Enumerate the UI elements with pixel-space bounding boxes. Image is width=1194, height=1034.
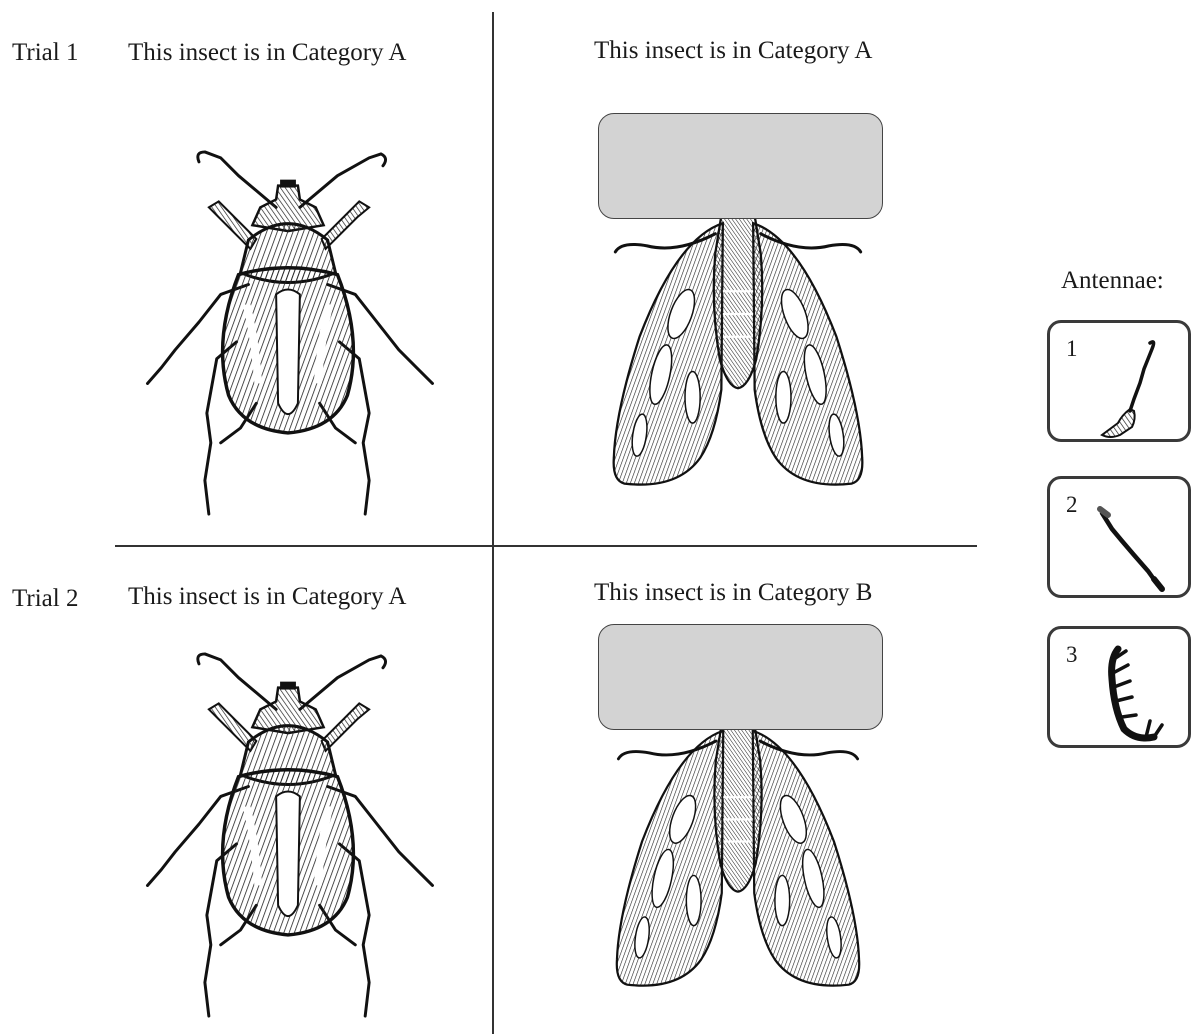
vertical-divider: [492, 12, 494, 1034]
antennae-title: Antennae:: [1061, 268, 1164, 293]
horizontal-divider: [115, 545, 977, 547]
trial-2-moth: [568, 716, 908, 1026]
trial-2-beetle: [136, 648, 440, 1024]
trial-1-left-caption: This insect is in Category A: [128, 40, 406, 65]
antenna-option-1: 1: [1047, 320, 1191, 442]
pectinate-antenna-icon: [1050, 629, 1190, 747]
filiform-antenna-icon: [1050, 479, 1190, 597]
trial-2-cover-box: [598, 624, 883, 730]
clubbed-antenna-icon: [1050, 323, 1190, 441]
trial-2-right-caption: This insect is in Category B: [594, 580, 872, 605]
trial-1-cover-box: [598, 113, 883, 219]
trial-1-label: Trial 1: [12, 40, 78, 65]
trial-2-label: Trial 2: [12, 586, 78, 611]
trial-1-right-caption: This insect is in Category A: [594, 38, 872, 63]
trial-1-beetle: [136, 146, 440, 522]
antenna-option-3: 3: [1047, 626, 1191, 748]
trial-2-left-caption: This insect is in Category A: [128, 584, 406, 609]
trial-1-moth: [568, 208, 908, 526]
antenna-option-2: 2: [1047, 476, 1191, 598]
